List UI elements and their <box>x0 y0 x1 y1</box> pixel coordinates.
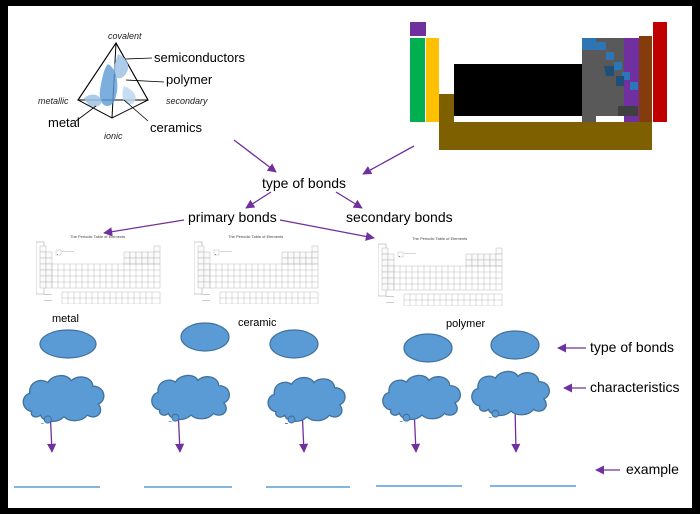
legend-characteristics: characteristics <box>590 379 680 395</box>
tetra-label-metallic: metallic <box>38 96 69 106</box>
periodic-table-3 <box>378 243 503 306</box>
label-polymer: polymer <box>166 72 213 87</box>
periodic-table-2-title: The Periodic Table of Elements <box>228 234 284 239</box>
bond-type-ovals <box>39 322 540 363</box>
material-label-ceramic: ceramic <box>238 317 277 329</box>
label-semiconductors: semiconductors <box>154 50 246 65</box>
characteristics-cloud-ceramic-1 <box>151 374 231 422</box>
tetra-label-secondary: secondary <box>166 96 208 106</box>
flow-secondary-bonds: secondary bonds <box>346 209 453 225</box>
tetra-leader-lines <box>75 57 165 122</box>
periodic-table-graphic <box>410 22 667 150</box>
periodic-table-2 <box>194 241 319 304</box>
characteristics-cloud-polymer-1 <box>382 374 462 422</box>
tetra-label-ionic: ionic <box>104 131 123 141</box>
flow-type-of-bonds: type of bonds <box>262 175 347 191</box>
flow-primary-bonds: primary bonds <box>188 209 277 225</box>
periodic-table-3-title: The Periodic Table of Elements <box>412 236 468 241</box>
characteristics-cloud-metal <box>22 374 105 424</box>
periodic-table-1 <box>36 241 161 304</box>
tetra-label-covalent: covalent <box>108 31 142 41</box>
example-blank-lines <box>14 485 576 488</box>
label-ceramics: ceramics <box>150 120 203 135</box>
bonding-tetrahedron <box>77 42 149 119</box>
material-label-metal: metal <box>52 313 79 325</box>
slide: covalent metallic secondary ionic semico… <box>8 6 692 508</box>
material-label-polymer: polymer <box>446 318 486 330</box>
label-metal: metal <box>48 115 80 130</box>
periodic-table-1-title: The Periodic Table of Elements <box>70 234 126 239</box>
legend-type-of-bonds: type of bonds <box>590 339 675 355</box>
characteristics-cloud-polymer-2 <box>471 370 551 418</box>
characteristics-cloud-ceramic-2 <box>267 376 346 424</box>
legend-example: example <box>626 461 679 477</box>
